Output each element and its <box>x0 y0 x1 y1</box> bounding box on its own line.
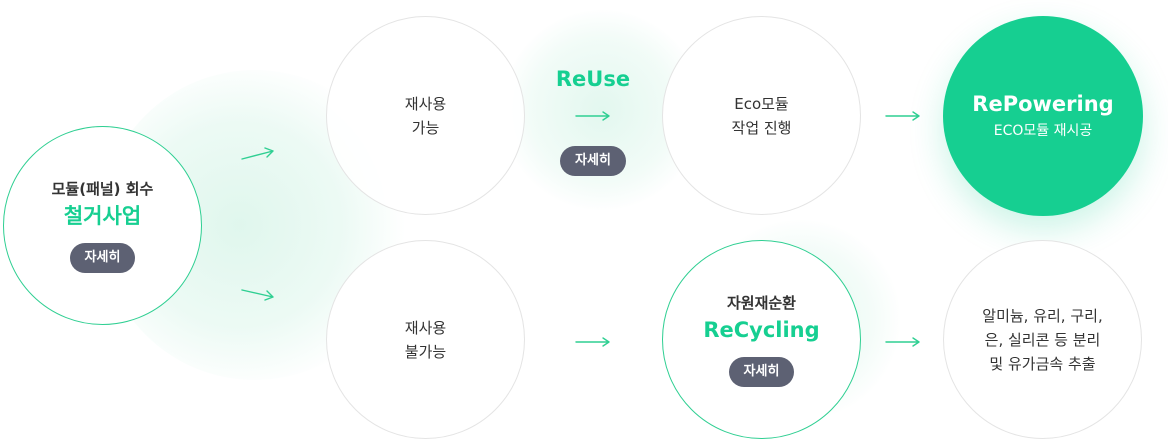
arrow-to-repowering-icon <box>885 111 920 121</box>
reuse-possible-line1: 재사용 <box>404 94 447 113</box>
reuse-group: ReUse 자세히 <box>548 64 638 176</box>
extraction-node: 알미늄, 유리, 구리, 은, 실리콘 등 분리 및 유가금속 추출 <box>943 240 1142 439</box>
reuse-possible-node: 재사용 가능 <box>326 16 525 215</box>
extraction-line1: 알미늄, 유리, 구리, <box>982 306 1103 325</box>
arrow-to-reuse-impossible-icon <box>241 289 274 301</box>
recycling-subtitle: 자원재순환 <box>726 293 796 312</box>
collection-node: 모듈(패널) 회수 철거사업 자세히 <box>3 126 202 325</box>
arrow-reuse-icon <box>575 111 610 121</box>
reuse-impossible-node: 재사용 불가능 <box>326 240 525 439</box>
reuse-impossible-line2: 불가능 <box>404 342 447 361</box>
collection-title: 철거사업 <box>63 203 142 228</box>
recycling-node: 자원재순환 ReCycling 자세히 <box>662 240 861 439</box>
eco-work-line1: Eco모듈 <box>734 94 789 113</box>
arrow-to-reuse-possible-icon <box>241 147 274 160</box>
arrow-to-recycling-icon <box>575 337 610 347</box>
eco-work-node: Eco모듈 작업 진행 <box>662 16 861 215</box>
collection-detail-button[interactable]: 자세히 <box>69 242 136 273</box>
recycling-detail-button[interactable]: 자세히 <box>728 356 795 387</box>
reuse-label: ReUse <box>555 67 631 91</box>
collection-subtitle: 모듈(패널) 회수 <box>51 179 154 198</box>
repowering-node: RePowering ECO모듈 재시공 <box>943 16 1143 216</box>
extraction-line3: 및 유가금속 추출 <box>989 354 1096 373</box>
eco-work-line2: 작업 진행 <box>731 118 792 137</box>
arrow-to-extraction-icon <box>885 337 920 347</box>
reuse-possible-line2: 가능 <box>411 118 440 137</box>
repowering-subtitle: ECO모듈 재시공 <box>993 123 1093 139</box>
reuse-impossible-line1: 재사용 <box>404 318 447 337</box>
repowering-title: RePowering <box>972 92 1114 116</box>
reuse-detail-button[interactable]: 자세히 <box>560 146 626 176</box>
extraction-line2: 은, 실리콘 등 분리 <box>984 330 1101 349</box>
recycling-title: ReCycling <box>703 317 820 342</box>
